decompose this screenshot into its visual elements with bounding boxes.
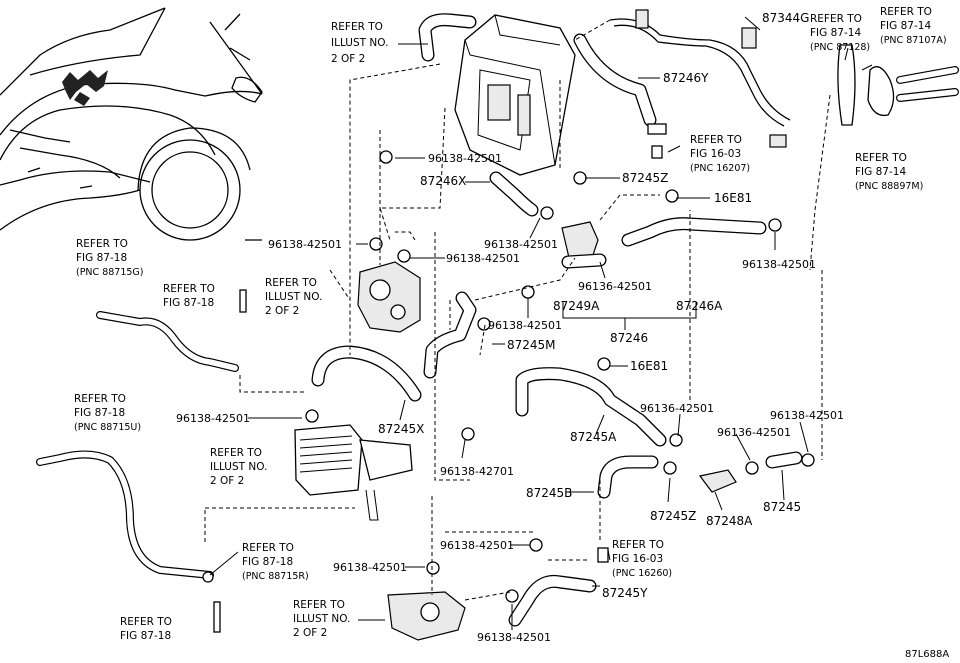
part-87246X: 87246X [420,174,466,188]
ref-fig8718-d-line3: (PNC 88715R) [242,571,309,582]
ref-illust-bottom-line3: 2 OF 2 [293,627,327,639]
ref-illust-mid-line1: REFER TO [265,277,317,289]
clip-96136-a: 96136-42501 [578,280,652,293]
ref-illust-low-line3: 2 OF 2 [210,475,244,487]
clip-96138-i: 96138-42501 [440,539,514,552]
part-87248A: 87248A [706,514,753,528]
part-87245M: 87245M [507,338,556,352]
hose-group [36,13,959,627]
clip-96138-h: 96138-42501 [176,412,250,425]
clip-96138-f: 96138-42501 [488,319,562,332]
ref-illust-bottom-line1: REFER TO [293,599,345,611]
ref-fig8714-c-line1: REFER TO [855,152,907,164]
ref-fig8714-a-line3: (PNC 87128) [810,42,870,53]
part-87246Y: 87246Y [663,71,709,85]
leader-lines [209,16,873,630]
ref-fig8718-c-line2: FIG 87-18 [74,407,125,419]
clip-96138-d: 96138-42501 [446,252,520,265]
part-87246: 87246 [610,331,648,345]
ref-fig8714-b-line2: FIG 87-14 [880,20,931,32]
ref-illust-top-line1: REFER TO [331,21,383,33]
inverter-module [454,14,576,176]
clip-96138-g: 96138-42501 [770,409,844,422]
clip-96138-42701: 96138-42701 [440,465,514,478]
part-87245A: 87245A [570,430,617,444]
ref-fig8718-a-line2: FIG 87-18 [76,252,127,264]
guide-lines [204,19,831,601]
ref-fig8718-b-line1: REFER TO [163,283,215,295]
components [202,9,895,641]
part-87245Z-top: 87245Z [622,171,668,185]
ref-fig8718-c-line3: (PNC 88715U) [74,422,141,433]
part-16E81-mid: 16E81 [630,359,668,373]
ref-fig1603-a-line2: FIG 16-03 [690,148,741,160]
clip-96138-c: 96138-42501 [484,238,558,251]
ref-fig1603-a-line1: REFER TO [690,134,742,146]
part-87249A: 87249A [553,299,600,313]
ref-fig8714-b-line3: (PNC 87107A) [880,35,947,46]
clip-96138-b: 96138-42501 [268,238,342,251]
ref-fig8718-e-line1: REFER TO [120,616,172,628]
ref-fig8718-d-line1: REFER TO [242,542,294,554]
ref-fig8718-e-line2: FIG 87-18 [120,630,171,642]
ref-fig1603-a-line3: (PNC 16207) [690,163,750,174]
ref-illust-low-line1: REFER TO [210,447,262,459]
ref-illust-mid-line2: ILLUST NO. [265,291,322,303]
clip-96138-k: 96138-42501 [477,631,551,644]
ref-fig8718-b-line2: FIG 87-18 [163,297,214,309]
part-87344G: 87344G [762,11,809,25]
part-16E81-top: 16E81 [714,191,752,205]
clip-96138-a: 96138-42501 [428,152,502,165]
part-87246A: 87246A [676,299,723,313]
ref-fig8714-c-line2: FIG 87-14 [855,166,906,178]
ref-illust-bottom-line2: ILLUST NO. [293,613,350,625]
ref-illust-top-line3: 2 OF 2 [331,53,365,65]
part-87245Z-low: 87245Z [650,509,696,523]
clip-96138-j: 96138-42501 [333,561,407,574]
ref-fig1603-b-line3: (PNC 16260) [612,568,672,579]
ref-fig1603-b-line1: REFER TO [612,539,664,551]
ref-fig8714-a-line1: REFER TO [810,13,862,25]
clip-96136-b: 96136-42501 [640,402,714,415]
ref-fig1603-b-line2: FIG 16-03 [612,553,663,565]
diagram-code: 87L688A [905,649,949,660]
part-87245B: 87245B [526,486,572,500]
vehicle-illustration [0,7,263,241]
part-87245X: 87245X [378,422,424,436]
ref-fig8714-b-line1: REFER TO [880,6,932,18]
ref-fig8718-d-line2: FIG 87-18 [242,556,293,568]
ref-fig8714-a-line2: FIG 87-14 [810,27,861,39]
ref-fig8718-a-line1: REFER TO [76,238,128,250]
ref-illust-mid-line3: 2 OF 2 [265,305,299,317]
ref-fig8718-c-line1: REFER TO [74,393,126,405]
part-87245Y: 87245Y [602,586,648,600]
ref-fig8718-a-line3: (PNC 88715G) [76,267,143,278]
part-87245: 87245 [763,500,801,514]
ref-illust-top-line2: ILLUST NO. [331,37,388,49]
ref-illust-low-line2: ILLUST NO. [210,461,267,473]
ref-fig8714-c-line3: (PNC 88897M) [855,181,923,192]
clip-96136-c: 96136-42501 [717,426,791,439]
clip-96138-e: 96138-42501 [742,258,816,271]
